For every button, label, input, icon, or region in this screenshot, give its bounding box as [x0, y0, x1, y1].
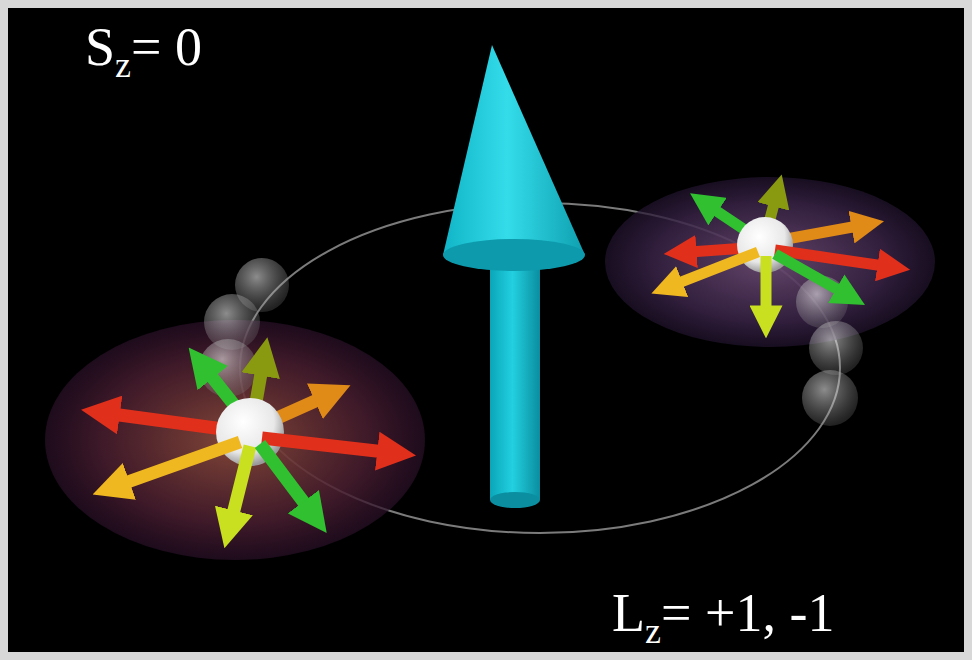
spin-value: Sz= 0: [85, 16, 202, 84]
quantum-label: = +1, -1: [661, 583, 834, 643]
orbital-value: Lz= +1, -1: [612, 582, 834, 650]
spin-orbit-illustration: [8, 8, 964, 652]
quantum-label: = 0: [131, 17, 202, 77]
subscript: z: [115, 45, 131, 85]
subscript: z: [645, 611, 661, 651]
quantum-label: S: [85, 17, 115, 77]
black-ground: Sz= 0Lz= +1, -1: [8, 8, 964, 652]
quantum-label: L: [612, 583, 645, 643]
